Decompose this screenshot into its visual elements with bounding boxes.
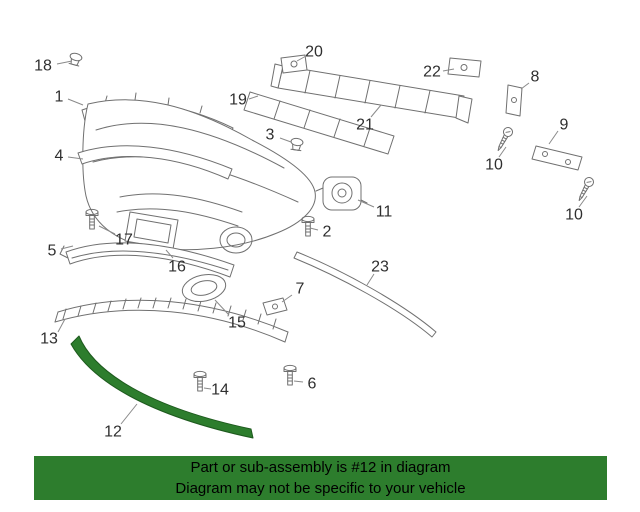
part-15-fog-lamp-cover (181, 273, 227, 303)
callout-label-15: 15 (228, 315, 246, 332)
callout-leader-13 (57, 318, 66, 333)
callout-leader-20 (296, 55, 307, 62)
callout-label-18: 18 (34, 58, 52, 75)
callout-label-5: 5 (48, 243, 57, 260)
callout-label-7: 7 (296, 281, 305, 298)
callout-leader-16 (165, 249, 174, 259)
callout-label-19: 19 (229, 92, 247, 109)
callout-leader-15 (214, 299, 230, 316)
part-8-bracket (505, 84, 523, 117)
callout-label-4: 4 (55, 148, 64, 165)
callout-leader-10 (578, 195, 588, 208)
callout-leader-6 (293, 380, 304, 383)
callout-leader-12 (120, 403, 138, 425)
callout-leader-23 (366, 273, 375, 286)
callout-leader-22 (442, 68, 455, 72)
part-6-bolt (283, 364, 297, 386)
highlight-banner: Part or sub-assembly is #12 in diagram D… (34, 456, 607, 500)
part-11-fog-lamp (315, 176, 368, 211)
callout-leader-2 (309, 227, 319, 231)
part-2-bolt (301, 215, 315, 237)
callout-leader-17 (98, 225, 116, 235)
line-art-layer (54, 51, 596, 439)
callout-label-3: 3 (266, 127, 275, 144)
part-9-bracket (531, 145, 583, 171)
callout-leader-8 (520, 82, 530, 90)
callout-label-10: 10 (485, 157, 503, 174)
callout-leader-5 (60, 245, 74, 250)
callout-label-23: 23 (371, 259, 389, 276)
callout-leader-11 (357, 199, 375, 208)
part-19-energy-absorber (243, 91, 395, 155)
callout-leader-3 (279, 137, 292, 143)
callout-leader-14 (203, 387, 212, 390)
callout-label-6: 6 (308, 376, 317, 393)
callout-label-22: 22 (423, 64, 441, 81)
callout-leader-19 (248, 95, 259, 100)
callout-leader-10 (498, 146, 507, 158)
callout-label-13: 13 (40, 331, 58, 348)
callout-leader-1 (67, 98, 84, 106)
callout-label-2: 2 (323, 224, 332, 241)
callout-label-21: 21 (356, 117, 374, 134)
callout-label-11: 11 (376, 204, 393, 221)
callout-leader-7 (281, 294, 293, 303)
bumper-cover (82, 99, 316, 254)
callout-label-20: 20 (305, 44, 323, 61)
part-10-screw-a (493, 125, 515, 154)
part-4-strip (77, 145, 233, 180)
callout-label-1: 1 (55, 89, 64, 106)
part-16-license-bracket (124, 211, 179, 250)
part-12-highlighted-lower-lip (70, 335, 254, 439)
callout-leader-21 (370, 104, 382, 118)
part-21-impact-beam (270, 63, 473, 124)
callout-leader-4 (67, 156, 84, 160)
part-3-clip (289, 137, 304, 152)
part-22-bracket (447, 57, 482, 78)
part-13-strip (54, 297, 289, 343)
part-18-clip (67, 51, 84, 67)
callout-leader-18 (56, 60, 73, 65)
callout-label-16: 16 (168, 259, 186, 276)
banner-line-2: Diagram may not be specific to your vehi… (175, 480, 466, 497)
callout-label-17: 17 (115, 232, 133, 249)
callout-label-12: 12 (104, 424, 122, 441)
callout-label-14: 14 (211, 382, 229, 399)
callout-label-10: 10 (565, 207, 583, 224)
part-7-bracket (262, 297, 288, 316)
banner-line-1: Part or sub-assembly is #12 in diagram (190, 459, 451, 476)
part-23-trim-strip (293, 251, 437, 338)
callout-leader-9 (548, 130, 559, 145)
callout-label-9: 9 (560, 117, 569, 134)
callout-label-8: 8 (531, 69, 540, 86)
